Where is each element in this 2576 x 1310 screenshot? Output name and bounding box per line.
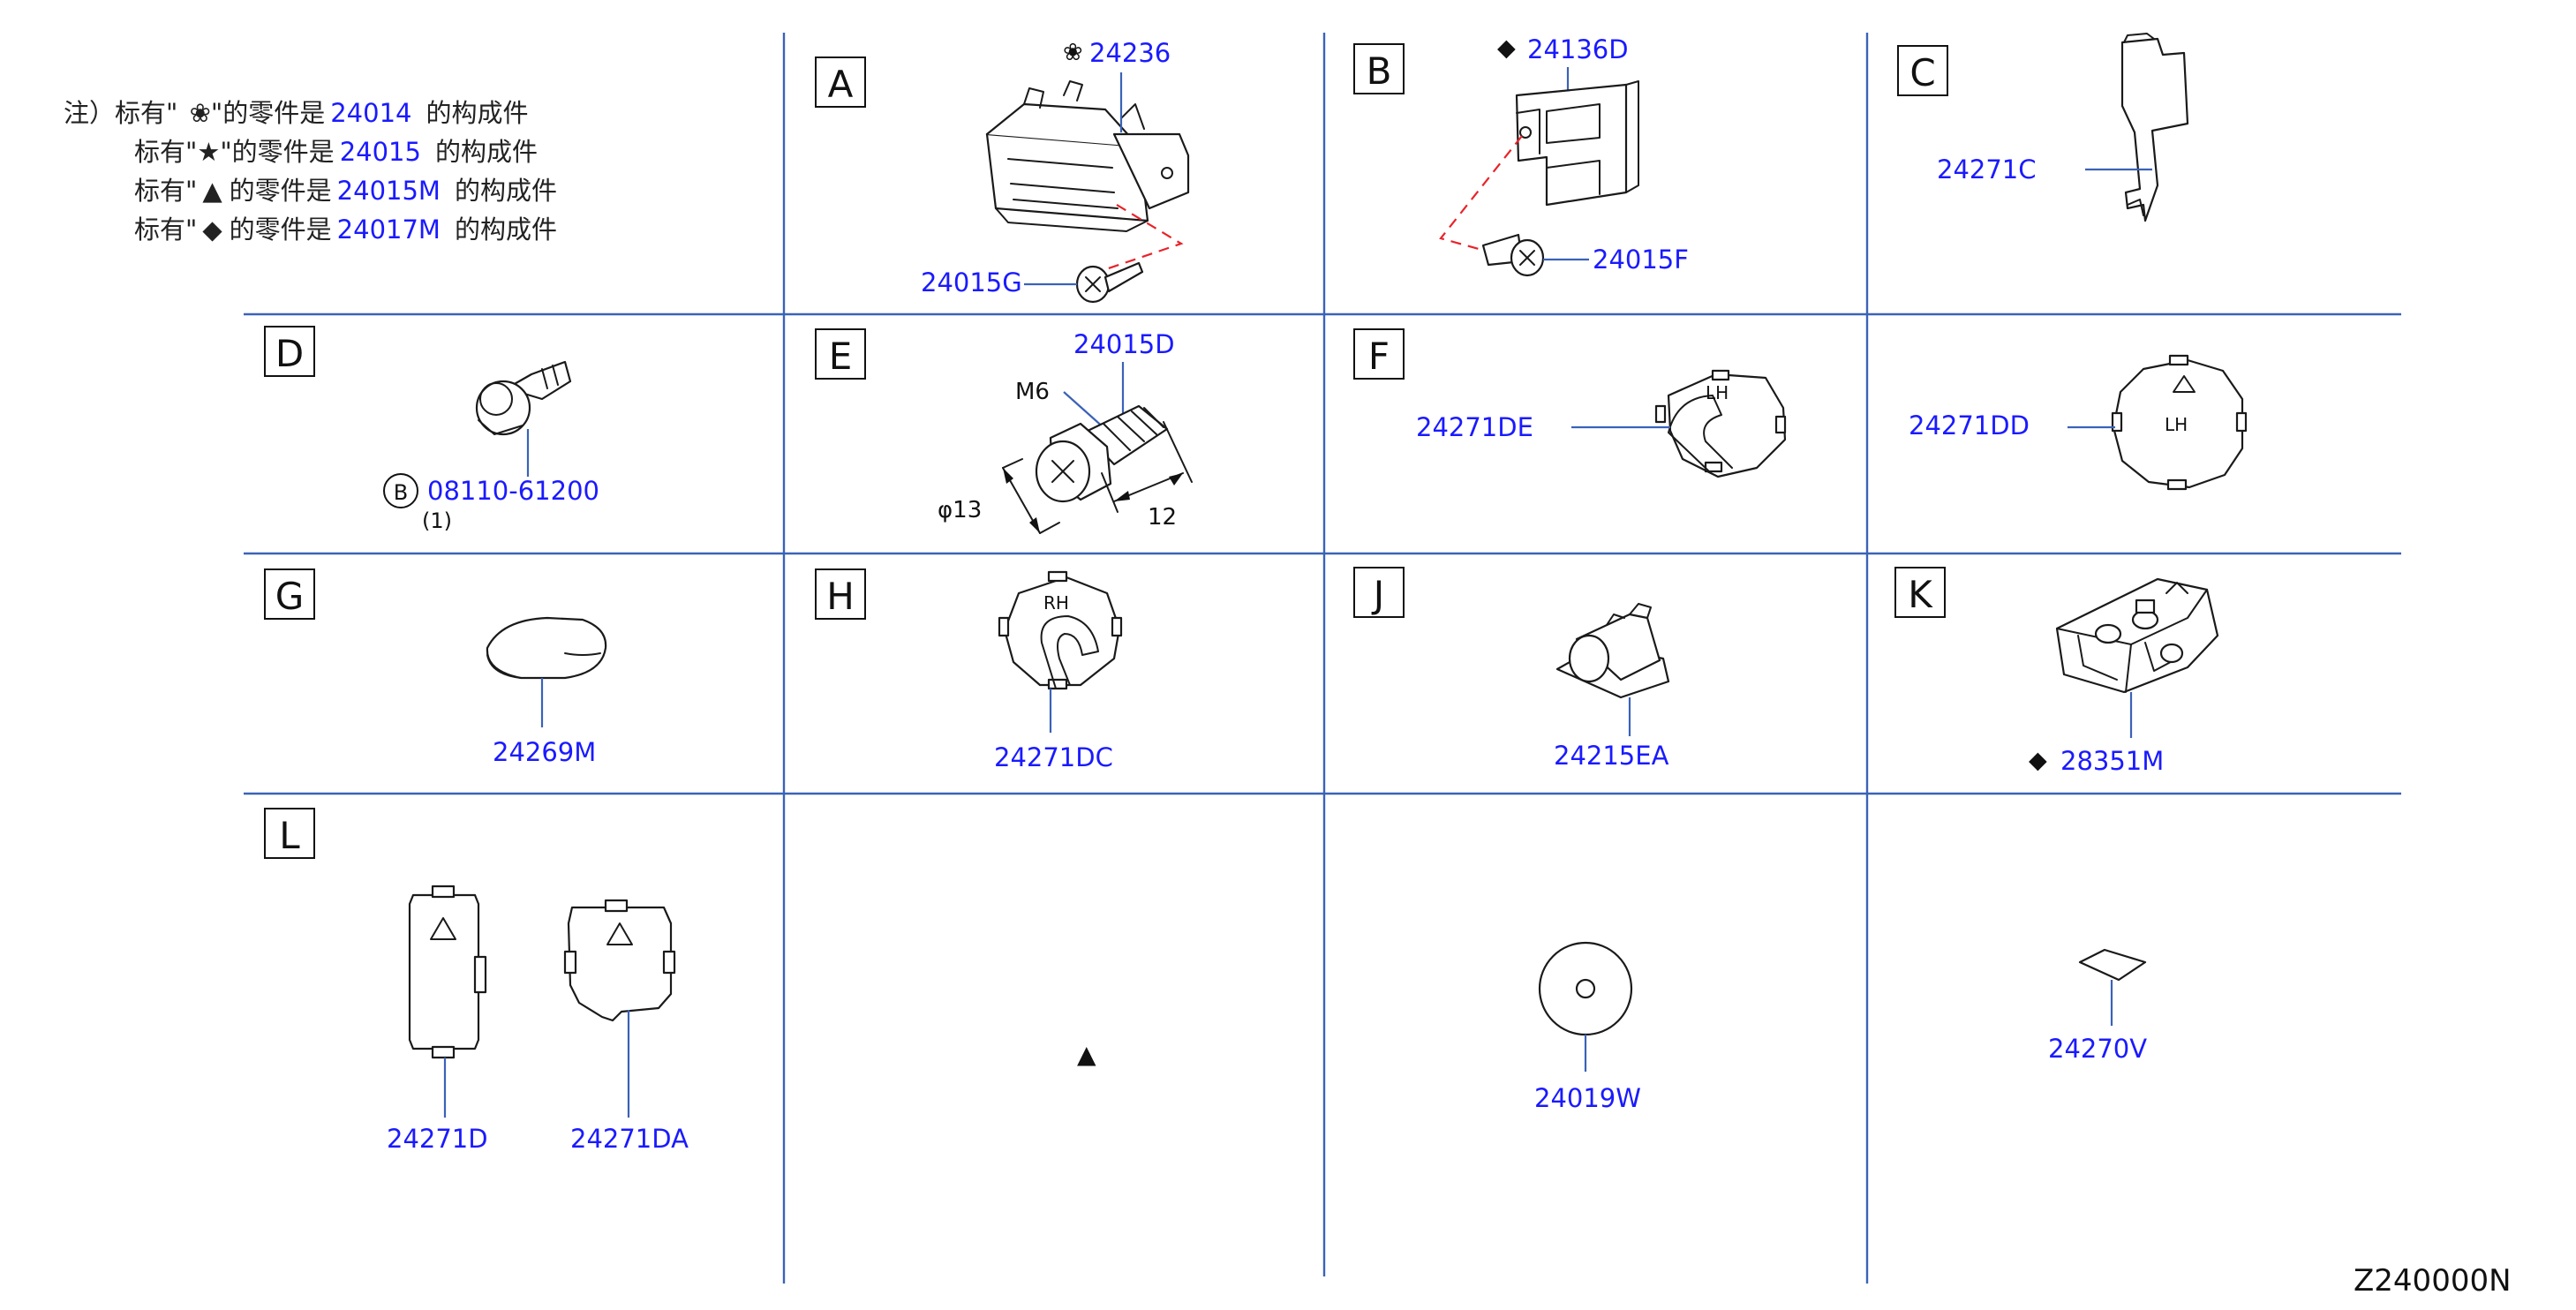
clip-24271d-drawing xyxy=(408,885,487,1059)
part-label-24019w: 24019W xyxy=(1534,1083,1641,1113)
svg-text:L: L xyxy=(279,814,300,857)
svg-text:B: B xyxy=(1367,49,1392,93)
cell-k-parts: ◆ 28351M xyxy=(2029,577,2219,776)
part-label-24015g: 24015G xyxy=(921,267,1022,297)
cell-label-g: G xyxy=(264,568,315,620)
washer-24019w-drawing xyxy=(1538,941,1633,1036)
clip-24271da-drawing xyxy=(563,899,676,1022)
holder-24215ea-drawing xyxy=(1555,603,1670,699)
holder-28351m-drawing xyxy=(2055,577,2219,694)
figure-id: Z240000N xyxy=(2354,1263,2512,1299)
clip-24271de-drawing: LH xyxy=(1654,369,1787,478)
cell-b-parts: ◆ 24136D 24015F xyxy=(1439,34,1689,277)
cell-label-h: H xyxy=(815,568,866,620)
thread-label: M6 xyxy=(1015,379,1050,405)
cell-label-d: D xyxy=(264,326,315,377)
svg-text:J: J xyxy=(1371,573,1384,616)
part-label-24015f: 24015F xyxy=(1593,245,1689,275)
screw-24015f-drawing xyxy=(1481,233,1545,277)
svg-text:K: K xyxy=(1908,573,1933,616)
part-label-24270v: 24270V xyxy=(2048,1034,2147,1064)
clip-24271dc-drawing: RH xyxy=(998,570,1123,690)
cell-label-f: F xyxy=(1353,328,1405,380)
cell-c-parts: 24271C xyxy=(1937,33,2189,222)
cell-l-parts: 24271D 24271DA xyxy=(387,885,689,1154)
svg-text:A: A xyxy=(828,63,854,106)
cell-e-parts: 24015D M6 φ13 12 xyxy=(938,329,1193,534)
cell-n-parts: 24270V xyxy=(2048,948,2147,1064)
part-label-24236: 24236 xyxy=(1089,38,1171,68)
rh-mark: RH xyxy=(1043,592,1069,614)
pad-24270v-drawing xyxy=(2078,948,2147,982)
cell-h-parts: RH 24271DC xyxy=(994,570,1123,772)
bolt-24015d-drawing xyxy=(1035,404,1169,503)
cell-label-l: L xyxy=(264,808,315,859)
cell-labels: A B C D E F G H J K L xyxy=(264,43,1948,859)
bracket-24236-drawing xyxy=(985,80,1190,232)
diamond-mark-k: ◆ xyxy=(2029,747,2047,774)
part-label-24215ea: 24215EA xyxy=(1554,741,1669,771)
svg-text:H: H xyxy=(826,575,855,618)
part-label-24271dc: 24271DC xyxy=(994,742,1113,772)
lh-mark-1: LH xyxy=(1706,382,1729,403)
part-label-24269m: 24269M xyxy=(493,737,596,767)
cell-label-k: K xyxy=(1894,567,1946,618)
screw-24015g-drawing xyxy=(1075,261,1144,304)
triangle-mark: ▲ xyxy=(1077,1040,1096,1069)
cell-a-parts: ❀ 24236 24015G xyxy=(921,38,1190,304)
cell-label-j: J xyxy=(1353,567,1405,618)
lh-mark-2: LH xyxy=(2165,414,2188,435)
cell-d-parts: B 08110-61200 (1) xyxy=(383,360,599,533)
part-label-24136d: 24136D xyxy=(1527,34,1629,64)
cell-label-b: B xyxy=(1353,43,1405,94)
clip-24271c-drawing xyxy=(2120,33,2189,222)
clip-24271dd-drawing: LH xyxy=(2111,354,2248,491)
part-label-24271c: 24271C xyxy=(1937,154,2037,184)
part-label-24271dd: 24271DD xyxy=(1909,410,2030,440)
circle-letter-b: B xyxy=(383,473,418,508)
part-label-24271da: 24271DA xyxy=(570,1124,689,1154)
cell-m-parts: 24019W xyxy=(1534,941,1641,1113)
svg-text:C: C xyxy=(1909,51,1935,94)
bracket-24136d-drawing xyxy=(1515,80,1639,207)
cell-g-parts: 24269M xyxy=(486,616,607,767)
svg-text:G: G xyxy=(275,575,305,618)
svg-text:D: D xyxy=(275,332,304,375)
cell-label-a: A xyxy=(815,56,866,108)
svg-text:E: E xyxy=(829,335,853,378)
cell-label-e: E xyxy=(815,328,866,380)
cell-j-parts: 24215EA xyxy=(1554,603,1670,771)
cell-f-parts: LH 24271DE LH 24271DD xyxy=(1416,354,2248,491)
quantity-label: (1) xyxy=(422,508,452,533)
svg-text:F: F xyxy=(1368,335,1390,378)
flower-mark: ❀ xyxy=(1063,39,1083,66)
grommet-24269m-drawing xyxy=(486,616,607,680)
bolt-08110-61200-drawing xyxy=(475,360,572,436)
svg-text:B: B xyxy=(394,480,408,505)
length-label: 12 xyxy=(1148,504,1177,531)
part-label-24271d: 24271D xyxy=(387,1124,488,1154)
cell-label-c: C xyxy=(1897,45,1948,96)
part-label-28351m: 28351M xyxy=(2060,746,2164,776)
part-label-24015d: 24015D xyxy=(1073,329,1175,359)
diamond-mark: ◆ xyxy=(1497,34,1516,62)
part-label-08110-61200: 08110-61200 xyxy=(427,476,599,506)
diameter-label: φ13 xyxy=(938,497,982,523)
grid-lines xyxy=(244,33,2401,1284)
part-label-24271de: 24271DE xyxy=(1416,412,1533,442)
